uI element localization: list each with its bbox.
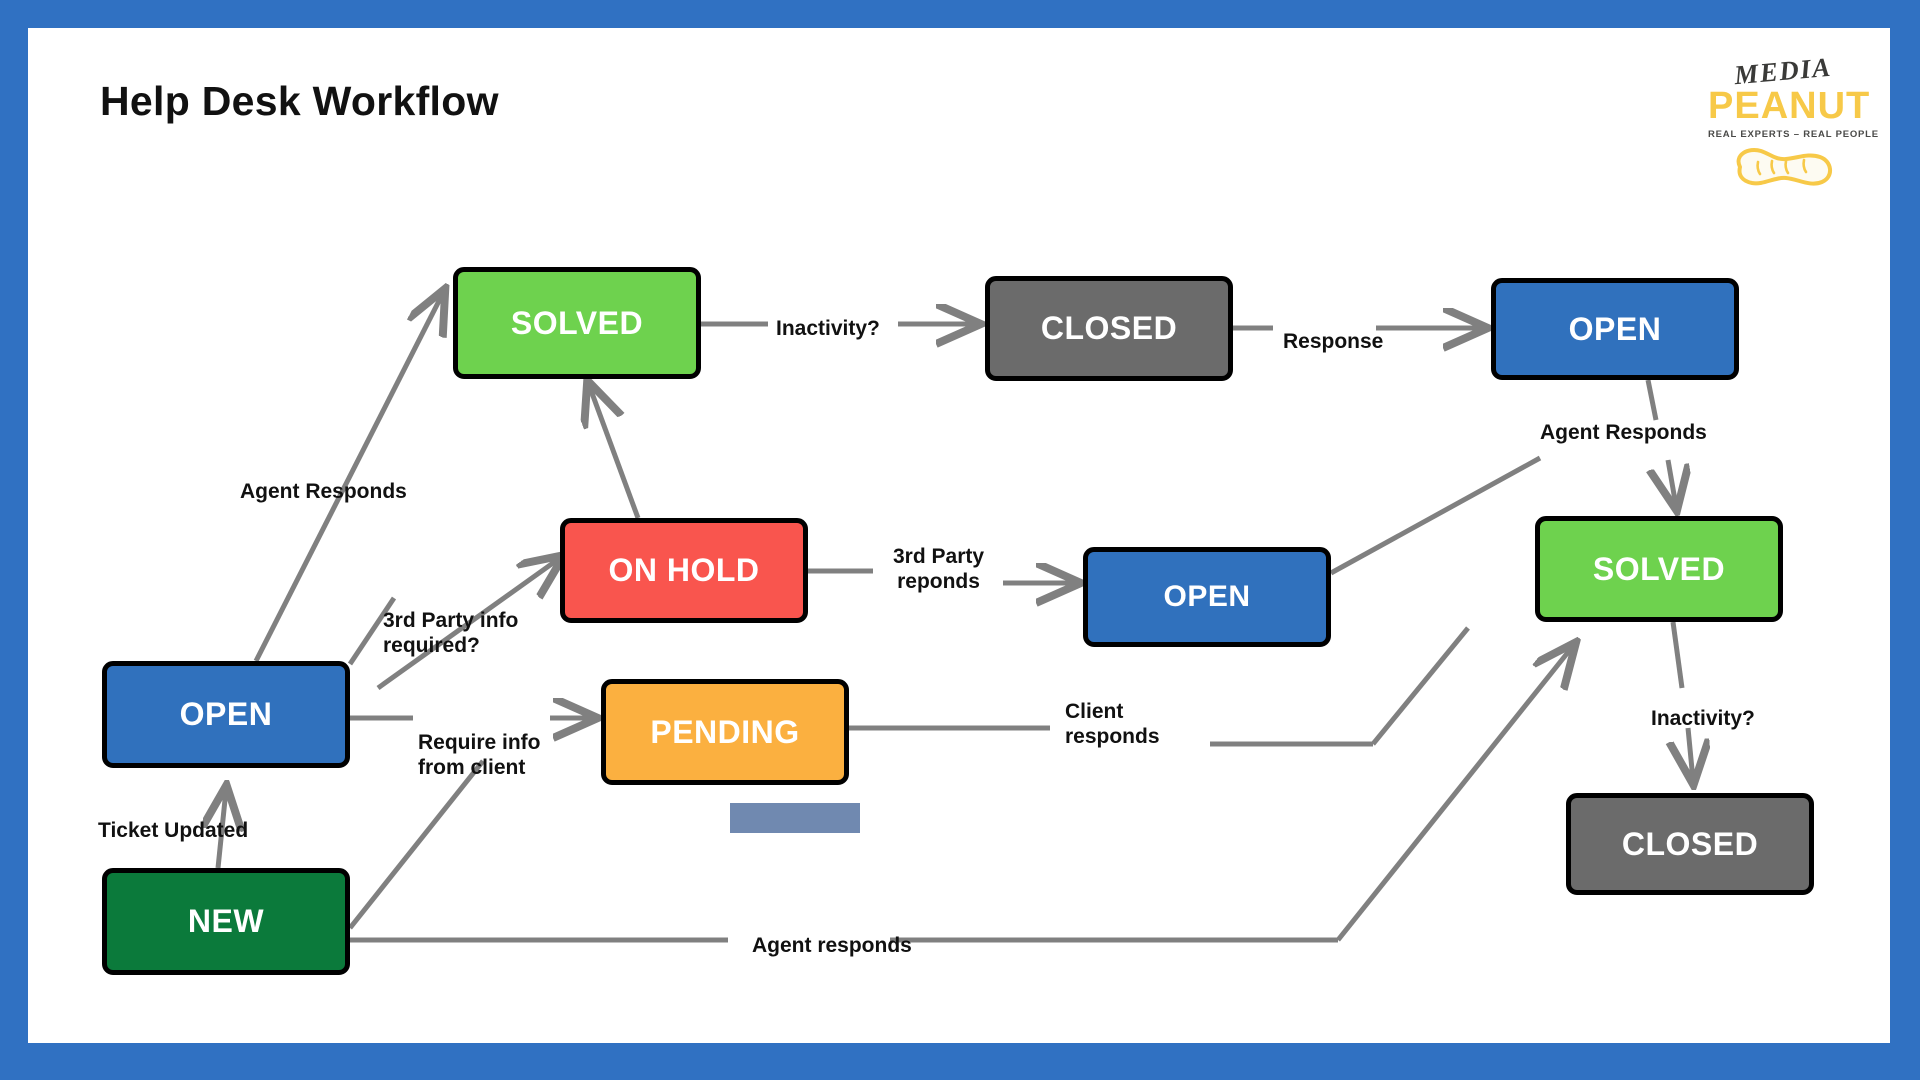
node-closed-right[interactable]: CLOSED [1566,793,1814,895]
node-closed-top[interactable]: CLOSED [985,276,1233,381]
node-label: OPEN [179,696,273,732]
node-solved-right[interactable]: SOLVED [1535,516,1783,622]
edge-opentr-to-solved-a [1645,379,1659,421]
edge-open-to-solved [253,293,443,663]
logo-word-peanut: PEANUT [1708,85,1871,127]
page-title: Help Desk Workflow [100,78,499,124]
diagram-canvas: Help Desk Workflow MEDIA PEANUT REAL EXP… [28,28,1890,1043]
logo-tagline: REAL EXPERTS – REAL PEOPLE [1708,129,1879,140]
media-peanut-logo: MEDIA PEANUT REAL EXPERTS – REAL PEOPLE [1708,52,1879,193]
node-label: NEW [187,903,265,939]
edge-label-require-info: Require info from client [418,731,541,780]
edge-label-inactivity-right: Inactivity? [1651,707,1755,730]
edge-solvedr-to-closedr-a [1670,621,1685,689]
edge-label-response: Response [1283,330,1384,353]
node-label: CLOSED [1040,310,1178,346]
node-label: ON HOLD [608,552,760,588]
node-label: SOLVED [510,304,644,341]
edge-label-third-party-responds: 3rd Party reponds [893,545,985,594]
edge-new-to-requireinfo [348,759,485,930]
node-label: OPEN [1568,310,1662,347]
edge-client-responds-riser [1371,626,1470,746]
edge-onhold-to-solved [589,385,641,519]
node-label: OPEN [1163,580,1251,613]
node-label: CLOSED [1621,825,1759,862]
edge-label-inactivity-top: Inactivity? [776,317,880,340]
edge-openmid-to-junction [1329,455,1542,576]
node-on-hold[interactable]: ON HOLD [560,518,808,623]
node-label: SOLVED [1592,550,1726,587]
edge-opentr-to-solved-b [1668,459,1676,506]
edge-label-agent-responds-right: Agent Responds [1540,421,1707,444]
edge-label-agent-responds-left: Agent Responds [240,480,407,503]
node-open-top-right[interactable]: OPEN [1491,278,1739,380]
edge-label-client-responds: Client responds [1065,700,1160,749]
peanut-icon [1708,145,1858,187]
edge-label-third-party-info: 3rd Party info required? [383,609,519,658]
node-pending[interactable]: PENDING [601,679,849,785]
node-new[interactable]: NEW [102,868,350,975]
edge-new-agent-responds-riser [1336,646,1573,942]
edge-solvedr-to-closedr-b [1688,727,1693,780]
stray-bar-shape [730,803,860,833]
node-solved-top[interactable]: SOLVED [453,267,701,379]
node-open-left[interactable]: OPEN [102,661,350,768]
node-label: PENDING [650,713,800,750]
edge-label-agent-responds-bot: Agent responds [752,934,912,957]
edge-label-ticket-updated: Ticket Updated [98,819,249,842]
node-open-middle[interactable]: OPEN [1083,547,1331,647]
